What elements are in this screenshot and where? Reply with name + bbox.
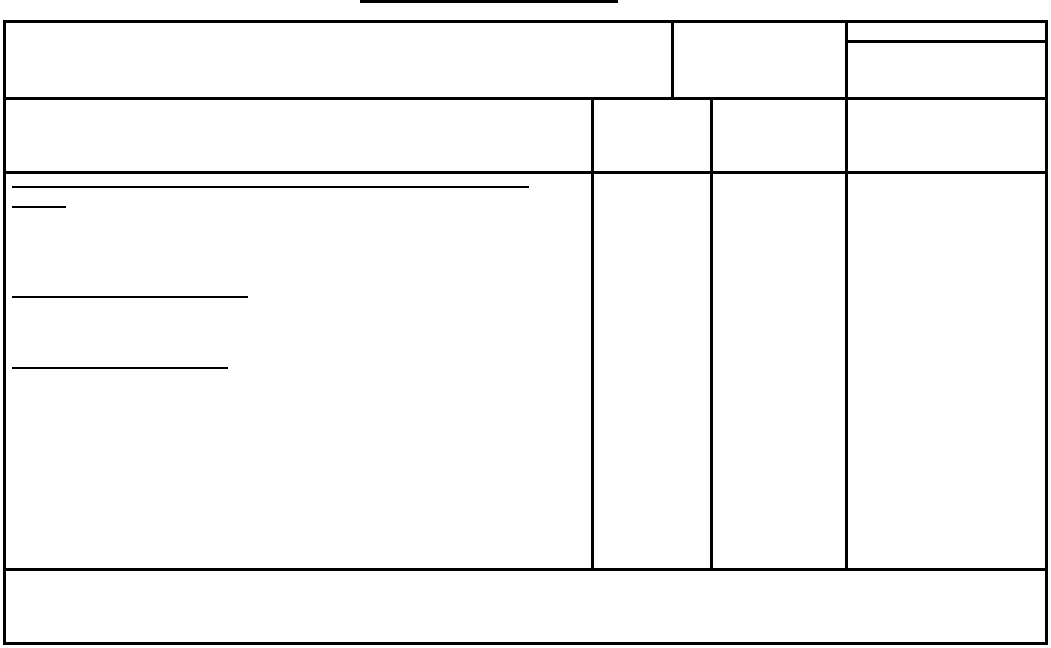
remarks-divider xyxy=(5,568,1048,571)
column-divider-3 xyxy=(845,97,848,571)
title-underline xyxy=(360,0,618,3)
column-divider-1 xyxy=(591,97,594,571)
entry-line-1 xyxy=(12,186,529,188)
header-divider xyxy=(5,97,1048,100)
top-block-divider-2 xyxy=(845,20,848,99)
top-right-subdivider xyxy=(847,40,1048,43)
entry-line-2 xyxy=(12,206,66,208)
entry-line-4 xyxy=(12,367,228,369)
top-block-divider-1 xyxy=(671,20,674,99)
column-header-divider xyxy=(5,171,1048,174)
form-frame xyxy=(3,20,1048,645)
entry-line-3 xyxy=(12,296,248,298)
column-divider-2 xyxy=(710,97,713,571)
